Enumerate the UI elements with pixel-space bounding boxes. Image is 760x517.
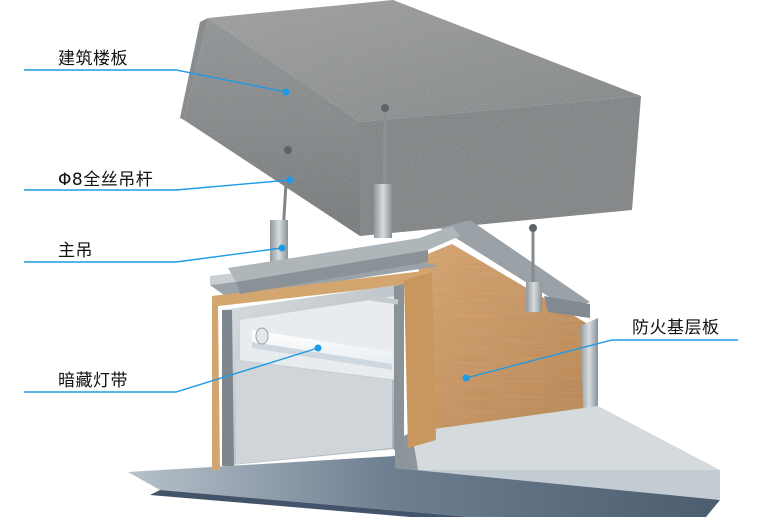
leader-line-rod: [24, 179, 291, 191]
leader-line-fire-board: [465, 339, 738, 379]
light-trough-frame: [210, 252, 440, 470]
leader-dot-rod: [286, 176, 294, 184]
main-hangers: [228, 184, 542, 312]
leader-dot-fire-board: [462, 374, 470, 382]
label-main-hanger: 主吊: [58, 241, 93, 261]
label-slab: 建筑楼板: [58, 49, 128, 69]
leader-dot-light-strip: [314, 344, 322, 352]
leader-dot-slab: [282, 88, 290, 96]
leader-dot-main-hanger: [278, 244, 286, 252]
label-light-strip: 暗藏灯带: [58, 371, 128, 391]
label-fire-board: 防火基层板: [632, 318, 720, 338]
leader-dots: [278, 88, 470, 382]
leader-line-slab: [24, 69, 287, 93]
fire-board-section: [395, 220, 720, 470]
label-rod: Φ8全丝吊杆: [58, 170, 154, 190]
concrete-slab: [180, 0, 641, 236]
leader-lines: [24, 69, 738, 393]
hidden-light-strip: [252, 295, 399, 370]
leader-line-light-strip: [24, 347, 319, 393]
leader-line-main-hanger: [24, 247, 283, 263]
hanger-rods: [280, 104, 537, 288]
